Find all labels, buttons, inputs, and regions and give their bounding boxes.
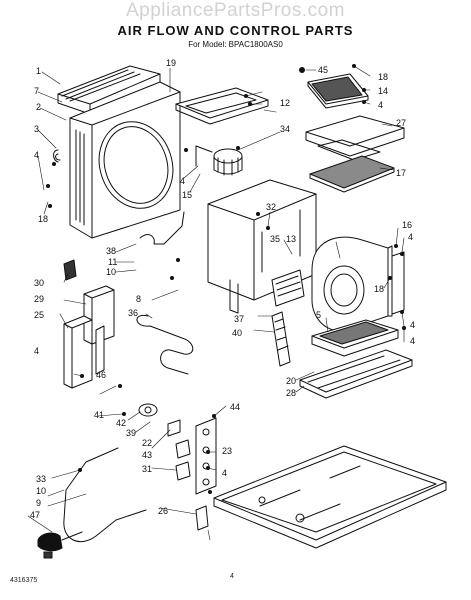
part-switch-c bbox=[175, 461, 191, 481]
callout: 20 bbox=[286, 376, 296, 386]
leader-lines bbox=[27, 65, 405, 541]
callout: 45 bbox=[318, 65, 328, 75]
callout: 30 bbox=[34, 278, 44, 288]
callout: 10 bbox=[106, 267, 116, 277]
callout: 17 bbox=[396, 168, 406, 178]
callout: 23 bbox=[222, 446, 232, 456]
part-clip bbox=[53, 149, 61, 163]
callout: 37 bbox=[234, 314, 244, 324]
diagram-title: AIR FLOW AND CONTROL PARTS bbox=[117, 23, 354, 38]
callout: 13 bbox=[286, 234, 296, 244]
callout: 44 bbox=[230, 402, 240, 412]
callout: 33 bbox=[36, 474, 46, 484]
footer-page-number: 4 bbox=[230, 573, 234, 580]
callout: 7 bbox=[34, 86, 39, 96]
callout: 4 bbox=[222, 468, 227, 478]
part-filter bbox=[307, 73, 369, 109]
part-drain-pan bbox=[299, 349, 413, 399]
callout: 40 bbox=[232, 328, 242, 338]
part-control-bracket bbox=[63, 285, 115, 389]
callout: 2 bbox=[36, 102, 41, 112]
footer-part-code: 4316375 bbox=[10, 577, 38, 584]
callout: 4 bbox=[34, 150, 39, 160]
part-control-panel bbox=[195, 417, 217, 495]
part-knob bbox=[138, 403, 158, 417]
part-capacitor bbox=[195, 505, 209, 531]
part-duct-lines bbox=[274, 318, 289, 351]
callout: 8 bbox=[136, 294, 141, 304]
callout: 18 bbox=[38, 214, 48, 224]
callout: 35 bbox=[270, 234, 280, 244]
callout: 4 bbox=[410, 320, 415, 330]
callout: 14 bbox=[378, 86, 388, 96]
screws bbox=[46, 64, 406, 494]
callout: 36 bbox=[128, 308, 138, 318]
callout: 10 bbox=[36, 486, 46, 496]
part-tubing bbox=[136, 314, 194, 375]
part-blower-housing bbox=[311, 236, 393, 332]
part-baffle bbox=[271, 269, 305, 307]
callout: 12 bbox=[280, 98, 290, 108]
callout: 4 bbox=[34, 346, 39, 356]
part-air-deflector bbox=[305, 115, 405, 193]
callout: 1 bbox=[36, 66, 41, 76]
callout: 39 bbox=[126, 428, 136, 438]
part-power-cord bbox=[37, 447, 147, 559]
callout: 18 bbox=[374, 284, 384, 294]
part-motor bbox=[195, 145, 243, 176]
callout: 25 bbox=[34, 310, 44, 320]
callout: 19 bbox=[166, 58, 176, 68]
callout-labels: 1 19 7 2 3 4 18 12 34 4 15 45 18 14 4 27… bbox=[30, 58, 415, 520]
callout: 42 bbox=[116, 418, 126, 428]
part-thermistor bbox=[139, 211, 185, 245]
part-switch-b bbox=[175, 439, 191, 459]
callout: 9 bbox=[36, 498, 41, 508]
callout: 4 bbox=[410, 336, 415, 346]
part-knob-center bbox=[144, 406, 152, 414]
callout: 16 bbox=[402, 220, 412, 230]
callout: 34 bbox=[280, 124, 290, 134]
callout: 3 bbox=[34, 124, 39, 134]
callout: 47 bbox=[30, 510, 40, 520]
callout: 4 bbox=[378, 100, 383, 110]
part-heater-grid bbox=[311, 319, 399, 357]
part-upper-frame bbox=[175, 87, 269, 125]
callout: 4 bbox=[408, 232, 413, 242]
part-center-partition bbox=[207, 179, 317, 314]
callout: 4 bbox=[180, 176, 185, 186]
callout: 43 bbox=[142, 450, 152, 460]
callout: 15 bbox=[182, 190, 192, 200]
callout: 32 bbox=[266, 202, 276, 212]
callout: 18 bbox=[378, 72, 388, 82]
callout: 22 bbox=[142, 438, 152, 448]
part-baffle-lines bbox=[275, 275, 302, 297]
watermark: AppliancePartsPros.com bbox=[125, 0, 346, 21]
callout: 46 bbox=[96, 370, 106, 380]
callout: 29 bbox=[34, 294, 44, 304]
part-base-pan bbox=[213, 445, 447, 549]
callout: 26 bbox=[158, 506, 168, 516]
part-side-bracket bbox=[391, 251, 405, 315]
callout: 38 bbox=[106, 246, 116, 256]
part-front-housing bbox=[69, 81, 181, 239]
callout: 28 bbox=[286, 388, 296, 398]
callout: 11 bbox=[108, 257, 117, 267]
part-top-cover bbox=[57, 65, 161, 115]
model-label: For Model: BPAC1800AS0 bbox=[188, 40, 283, 49]
callout: 41 bbox=[94, 410, 104, 420]
callout: 5 bbox=[316, 310, 321, 320]
callout: 31 bbox=[142, 464, 152, 474]
callout: 27 bbox=[396, 118, 406, 128]
part-small-box bbox=[63, 259, 77, 281]
part-switch-a bbox=[167, 419, 181, 437]
